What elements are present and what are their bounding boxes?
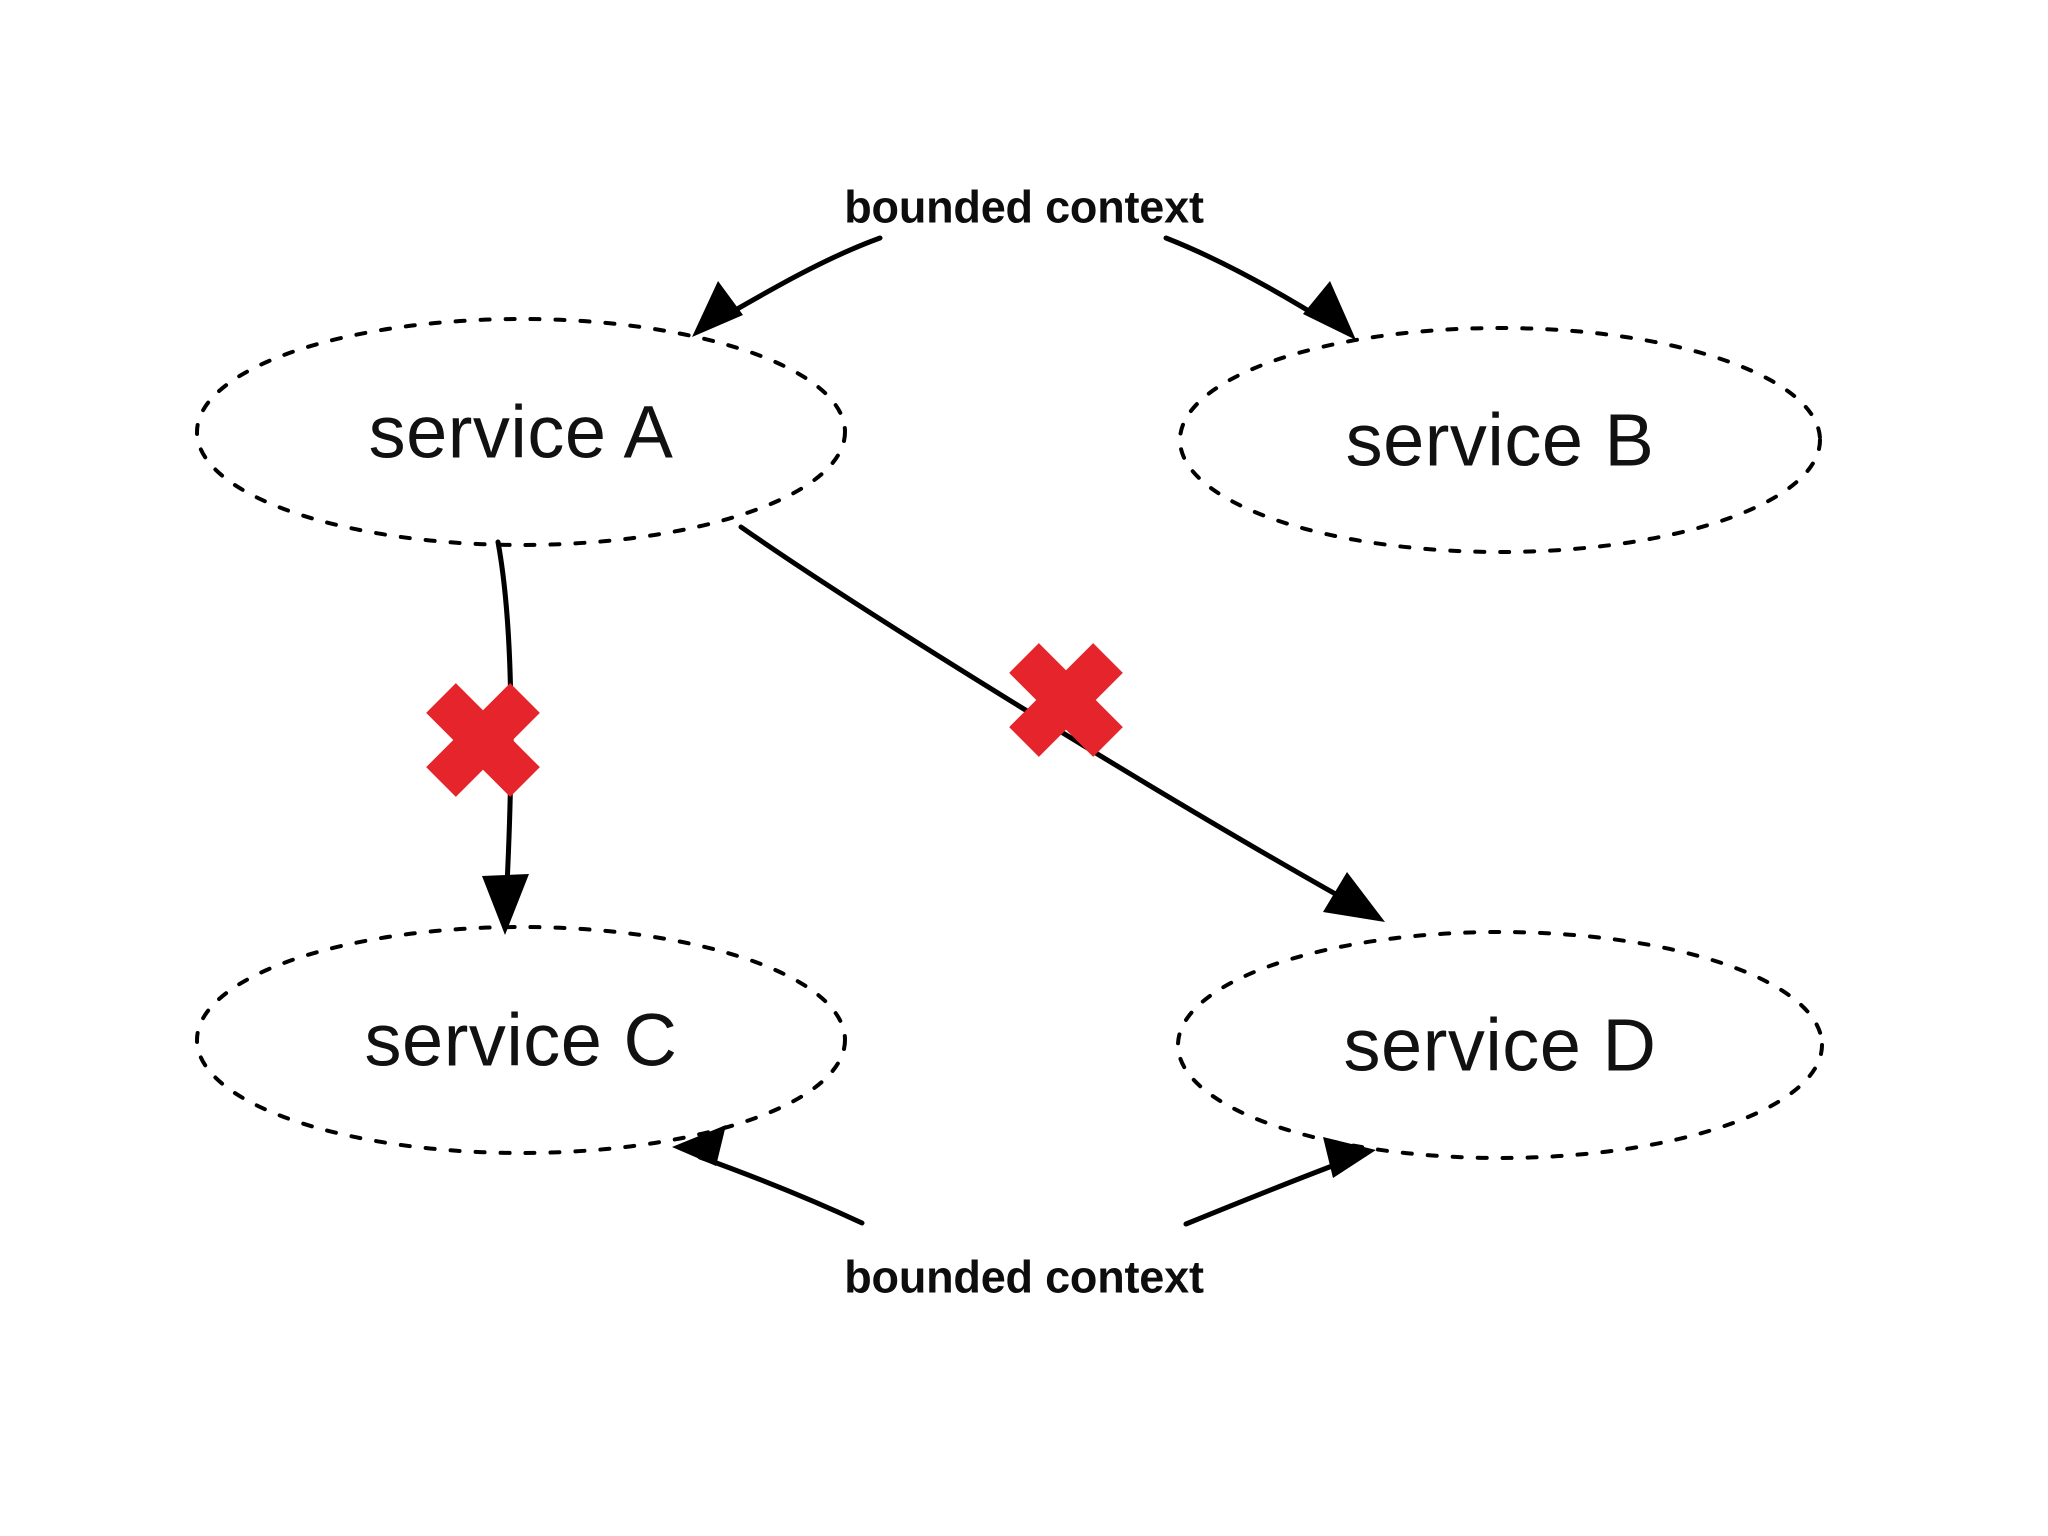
service-a-boundary-ellipse [195, 317, 847, 547]
pointer-top-label-to-service-a [692, 235, 883, 337]
node-service-b[interactable]: service B [1178, 326, 1822, 554]
pointer-top-label-to-service-b [1163, 235, 1356, 340]
x-mark-a-c-stroke-2 [426, 683, 540, 797]
pointer-top-left-line [715, 235, 883, 323]
node-service-d[interactable]: service D [1176, 930, 1824, 1160]
service-c-boundary-ellipse [195, 925, 847, 1155]
pointer-top-left-arrowhead [692, 281, 743, 337]
pointer-top-right-arrowhead [1303, 281, 1356, 340]
pointer-bottom-label-to-service-c [672, 1125, 865, 1226]
edge-a-d-line [738, 524, 1358, 908]
bounded-context-label-top: bounded context [844, 182, 1204, 233]
pointer-bottom-right-arrowhead [1323, 1137, 1376, 1178]
node-service-a[interactable]: service A [195, 317, 847, 547]
service-b-boundary-ellipse [1178, 326, 1822, 554]
pointer-bottom-left-arrowhead [672, 1125, 726, 1166]
x-mark-a-c-icon [426, 683, 540, 797]
edge-a-c-arrowhead [482, 874, 529, 935]
bounded-context-label-bottom: bounded context [844, 1252, 1204, 1303]
pointer-bottom-left-line [697, 1154, 865, 1226]
service-b-label: service B [1346, 399, 1655, 482]
x-mark-a-d-icon [1009, 643, 1123, 757]
service-a-label: service A [369, 391, 674, 474]
service-d-label: service D [1344, 1004, 1657, 1087]
service-c-label: service C [365, 999, 678, 1082]
service-d-boundary-ellipse [1176, 930, 1824, 1160]
pointer-bottom-right-line [1183, 1157, 1351, 1227]
edge-a-d-arrowhead [1323, 872, 1385, 922]
edge-service-a-to-service-d[interactable] [738, 524, 1385, 922]
pointer-bottom-label-to-service-d [1183, 1137, 1376, 1227]
node-service-c[interactable]: service C [195, 925, 847, 1155]
x-mark-a-d-stroke-2 [1009, 643, 1123, 757]
